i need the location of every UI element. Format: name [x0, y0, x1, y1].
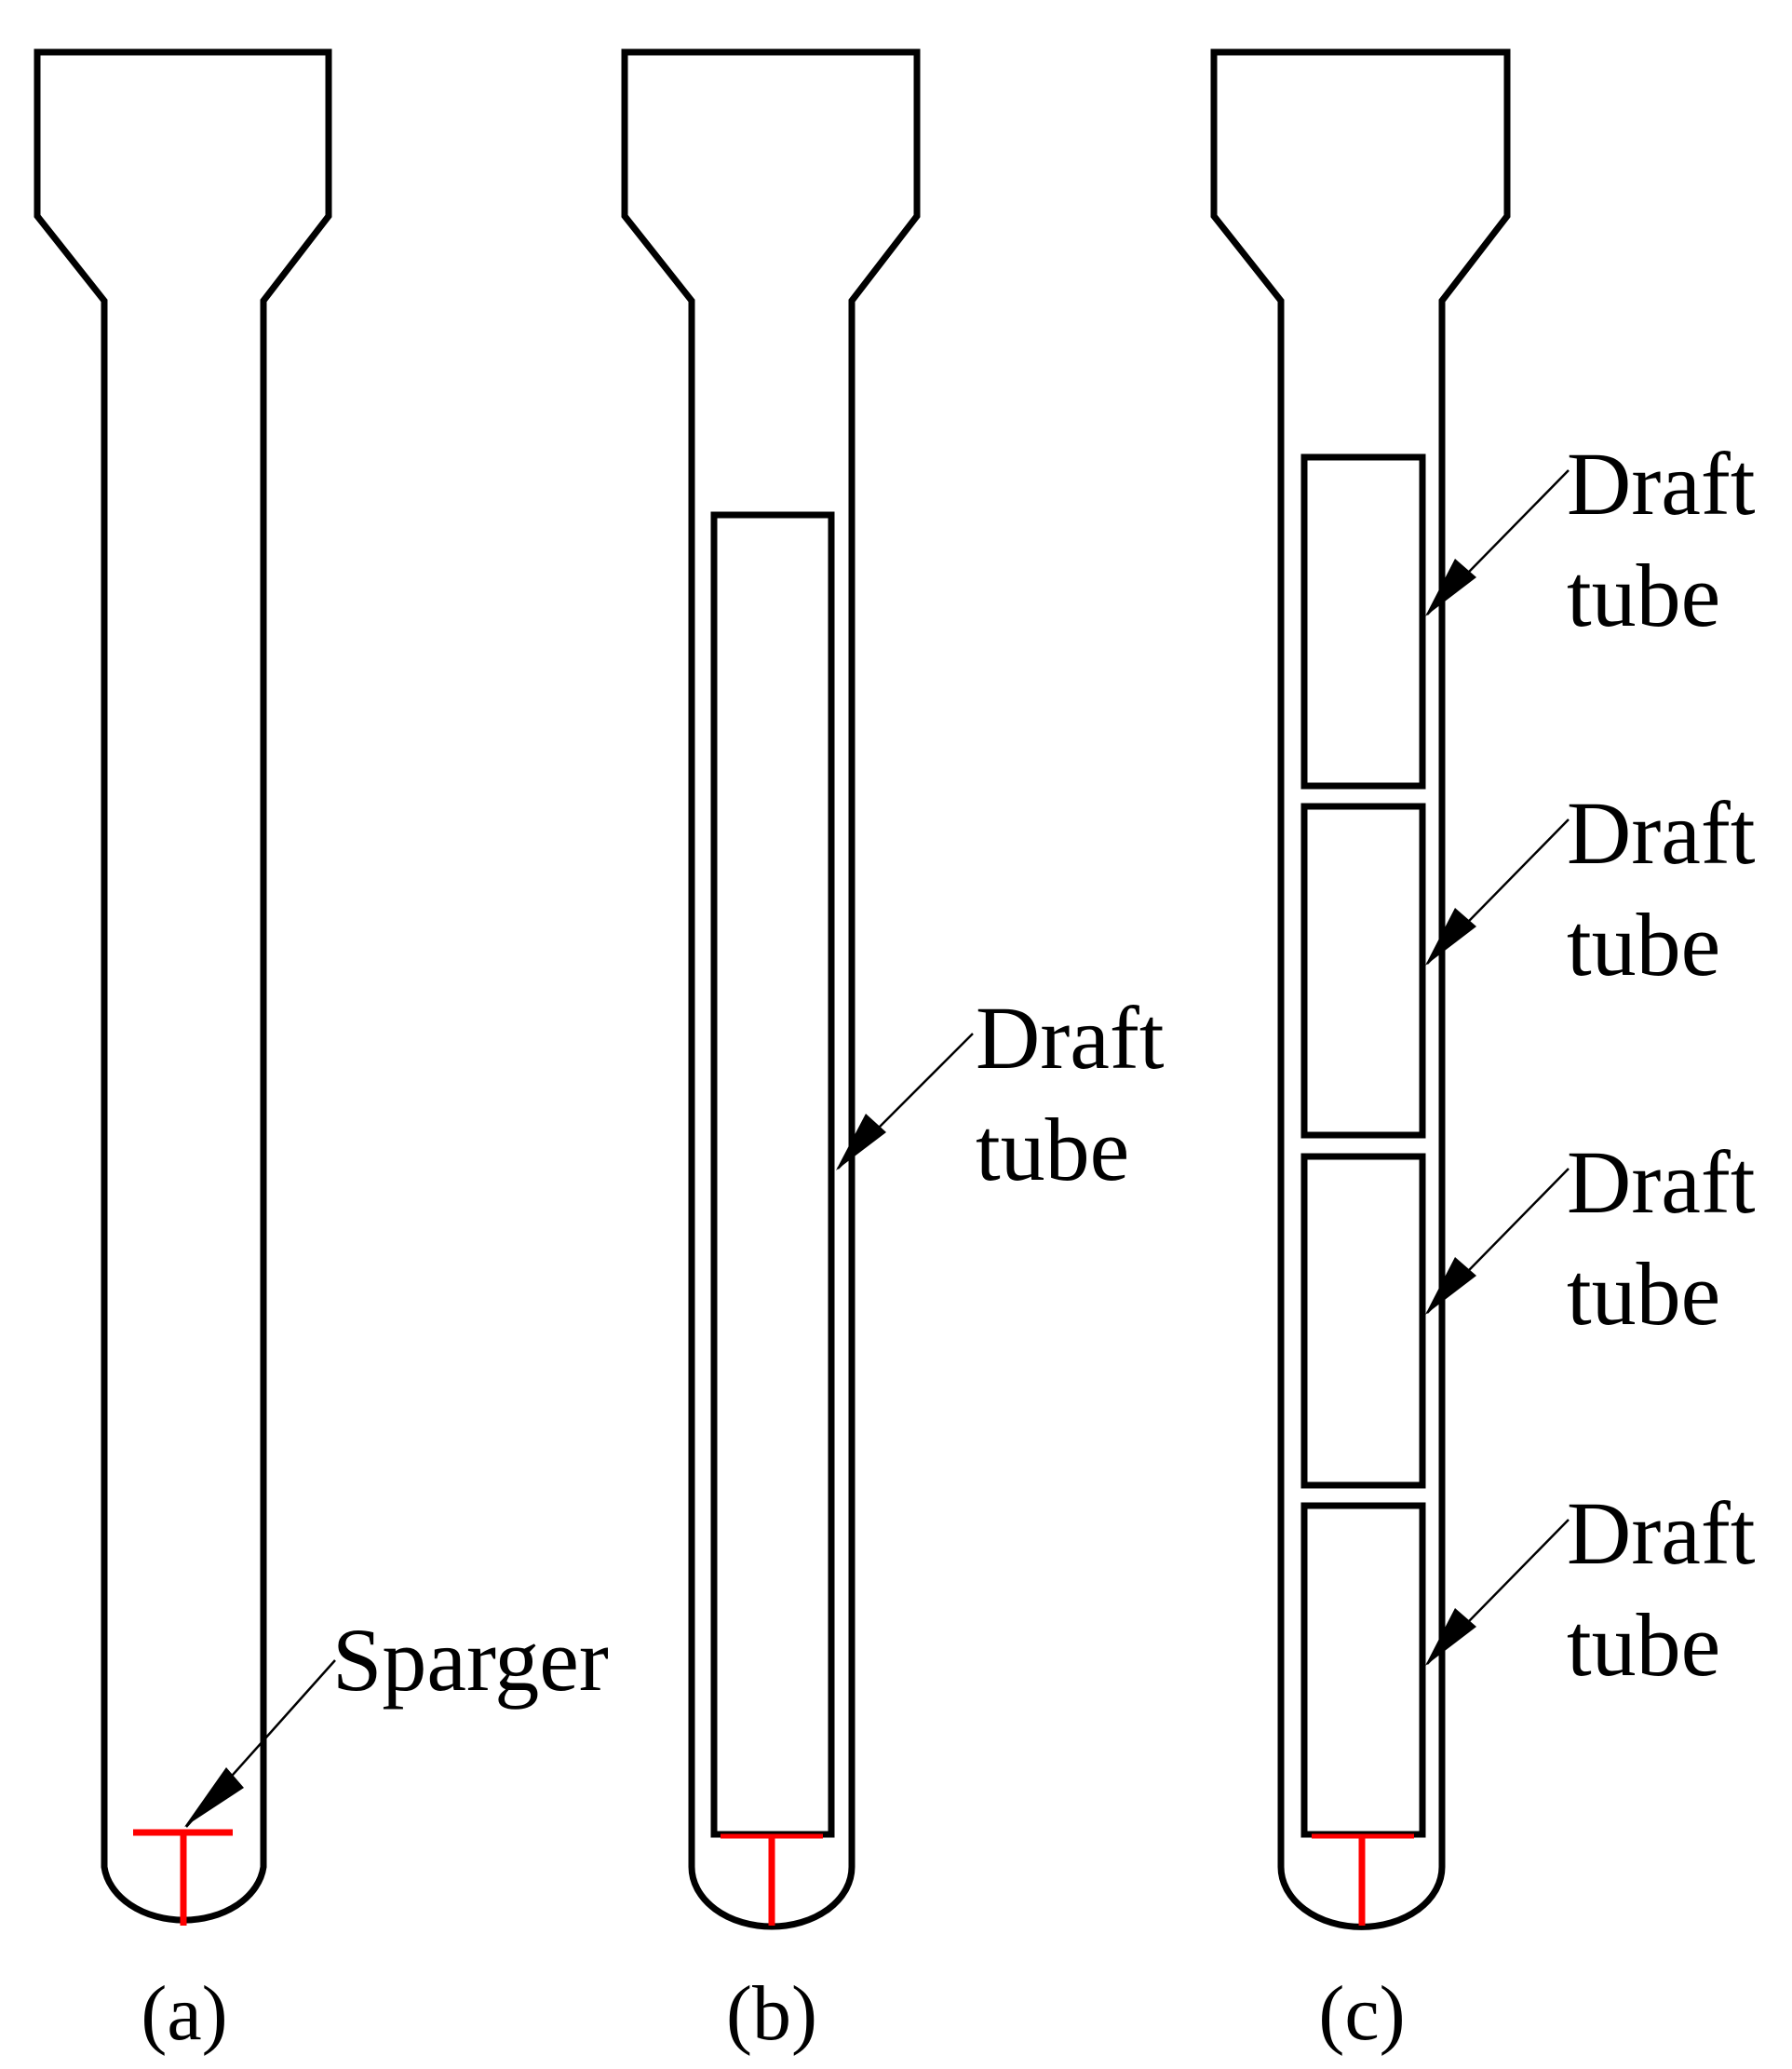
draft-tube-1-label-line2: tube — [1567, 546, 1720, 645]
draft-tube-1-label-line1: Draft — [1567, 434, 1756, 534]
draft-tube-1 — [1300, 453, 1426, 790]
sparger — [133, 1829, 233, 1926]
sparger — [1312, 1833, 1414, 1926]
draft-tube-3 — [1300, 1153, 1426, 1489]
draft-tube-1-callout — [1425, 469, 1570, 616]
arrowhead — [1425, 908, 1476, 966]
draft-tube-4-label-line1: Draft — [1567, 1483, 1756, 1583]
draft-tube-3-label-line2: tube — [1567, 1244, 1720, 1344]
draft-tube-3-callout — [1425, 1168, 1570, 1315]
draft-tube-3-label-line1: Draft — [1567, 1132, 1756, 1232]
draft-tube-4-callout — [1425, 1519, 1570, 1666]
draft-tube-2-label-line2: tube — [1567, 895, 1720, 994]
arrowhead — [184, 1767, 244, 1827]
caption-c: (c) — [1318, 1970, 1405, 2057]
sparger — [721, 1833, 823, 1926]
arrowhead — [1425, 1608, 1476, 1666]
sparger-label: Sparger — [332, 1610, 609, 1710]
column-outline — [34, 48, 332, 1924]
panel-b: Draft tube (b) — [621, 48, 1165, 2057]
column-outline — [621, 48, 921, 1930]
column-outline — [1210, 48, 1511, 1930]
draft-tube-label-line2: tube — [976, 1100, 1129, 1199]
sparger-callout — [184, 1659, 336, 1828]
draft-tube — [710, 511, 835, 1838]
draft-tube-2-label-line1: Draft — [1567, 783, 1756, 883]
draft-tube-label-line1: Draft — [976, 988, 1165, 1088]
draft-tube-2 — [1300, 803, 1426, 1139]
draft-tube-4 — [1300, 1502, 1426, 1838]
caption-b: (b) — [726, 1970, 817, 2057]
draft-tube-callout — [836, 1033, 974, 1170]
arrowhead — [836, 1114, 886, 1170]
panel-c: Draft tube Draft tube Draft tube Draft t… — [1210, 48, 1756, 2057]
panel-a: Sparger (a) — [34, 48, 609, 2057]
arrowhead — [1425, 1257, 1476, 1315]
caption-a: (a) — [141, 1970, 227, 2057]
draft-tube-2-callout — [1425, 818, 1570, 966]
arrowhead — [1425, 559, 1476, 616]
draft-tube-4-label-line2: tube — [1567, 1595, 1720, 1695]
